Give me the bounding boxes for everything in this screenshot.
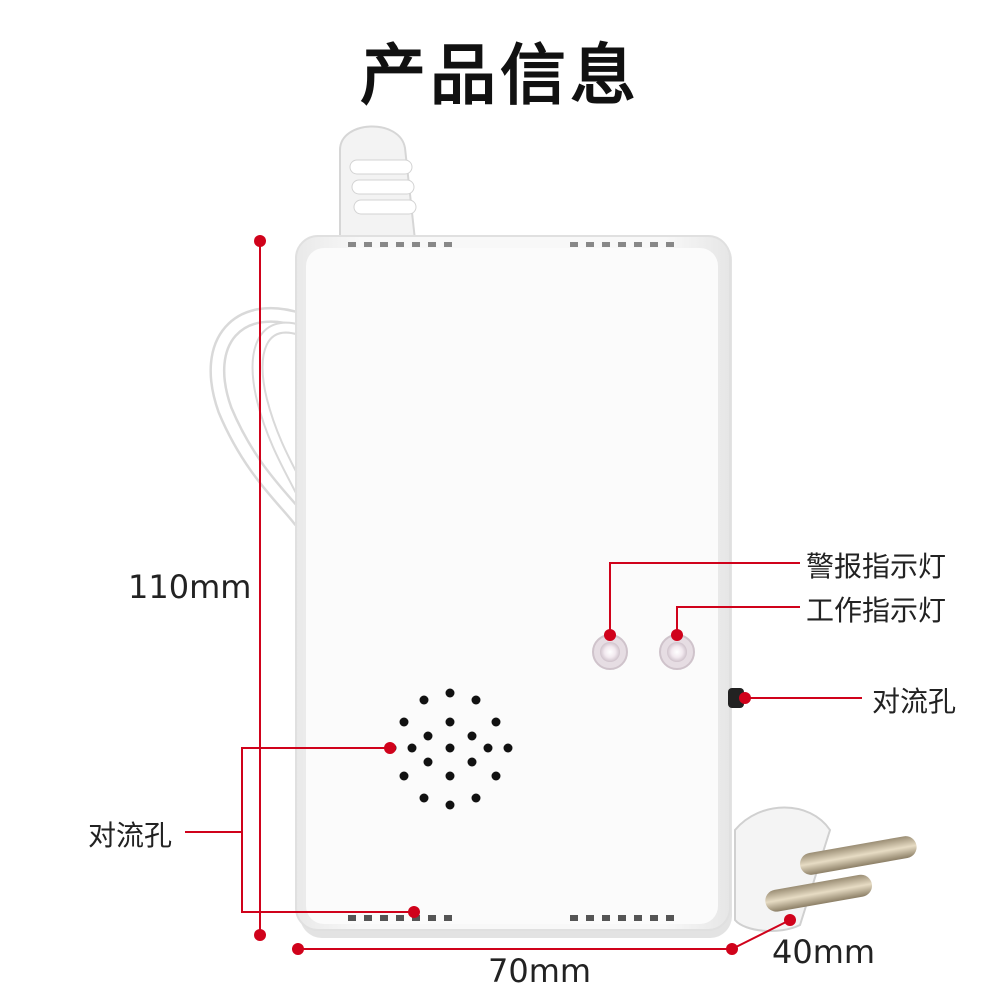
- depth-dimension-line: [731, 919, 791, 950]
- front-vent-bracket: [241, 747, 414, 913]
- work-indicator-label: 工作指示灯: [806, 594, 947, 627]
- cable-strain-relief: [339, 125, 417, 241]
- page-title: 产品信息: [360, 37, 640, 114]
- alarm-callout-line: [609, 562, 800, 634]
- alarm-indicator-led: [592, 634, 628, 670]
- side-vent-label: 对流孔: [872, 685, 957, 718]
- depth-dimension-label: 40mm: [772, 933, 876, 971]
- front-vent-label: 对流孔: [88, 819, 173, 852]
- top-vent-slots: [348, 242, 674, 247]
- alarm-indicator-label: 警报指示灯: [806, 550, 947, 583]
- width-dimension-label: 70mm: [488, 952, 592, 990]
- side-vent-hole: [728, 688, 744, 708]
- work-indicator-led: [659, 634, 695, 670]
- front-vent-holes: [387, 688, 513, 810]
- annotation-dots: [254, 235, 796, 955]
- power-plug: [734, 806, 917, 932]
- detector-body: [295, 235, 744, 938]
- bottom-vent-slots: [348, 915, 674, 921]
- work-callout-line: [676, 606, 800, 634]
- height-dimension-label: 110mm: [128, 568, 252, 606]
- annotation-lines: [185, 240, 862, 950]
- power-cable: [209, 307, 308, 528]
